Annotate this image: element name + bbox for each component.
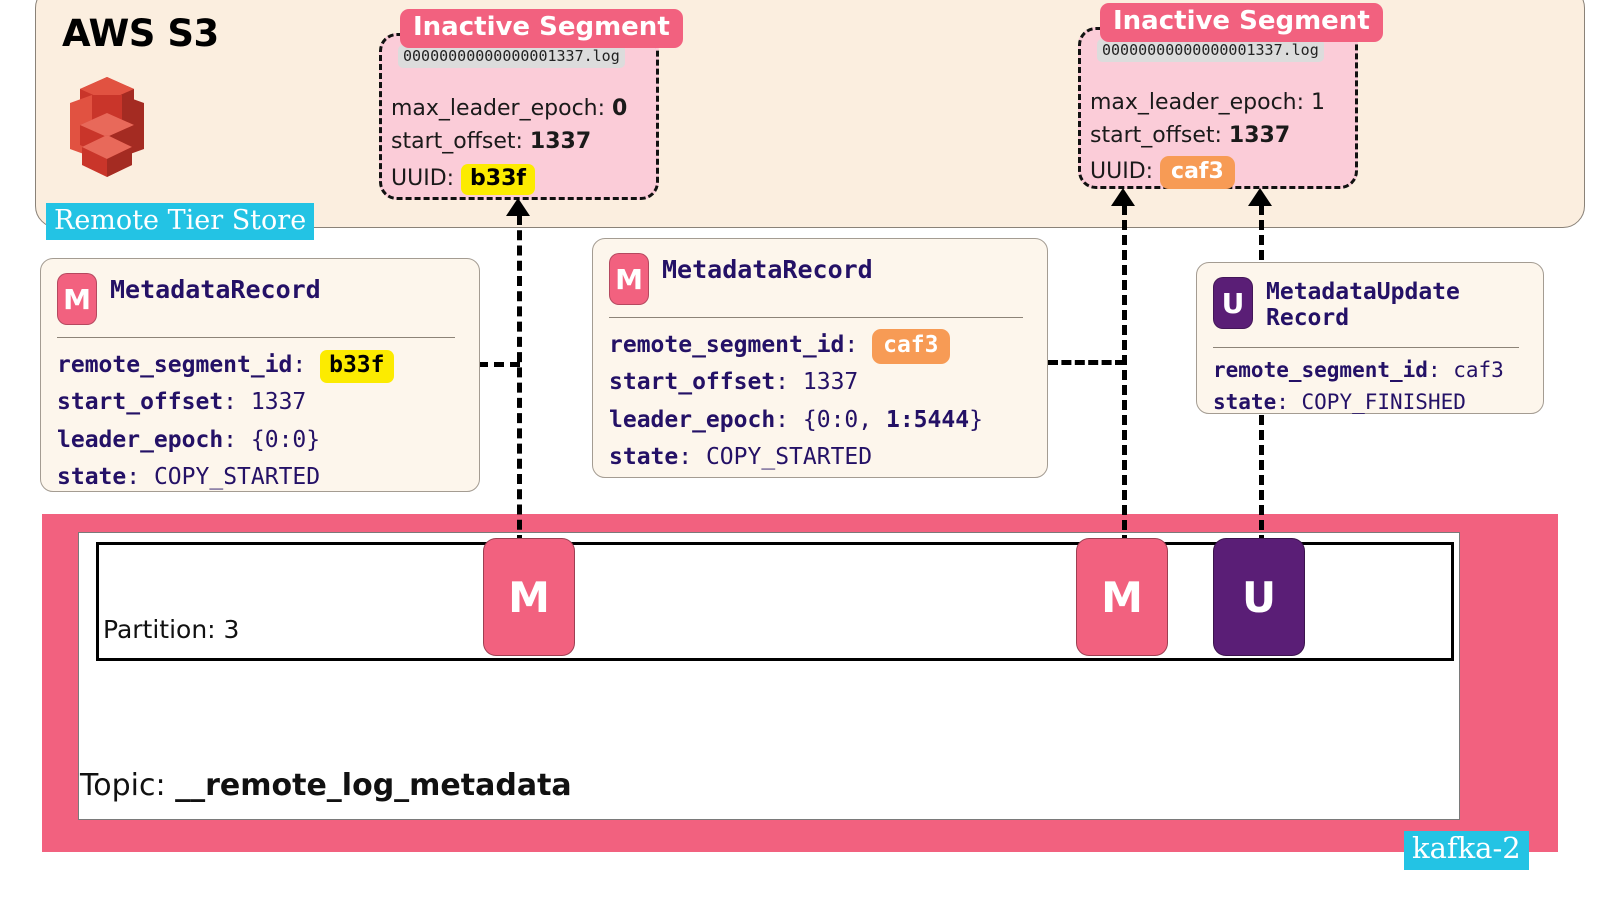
kafka-broker-badge: kafka-2 xyxy=(1404,831,1529,870)
segment-max-leader-epoch-2: max_leader_epoch: 1 xyxy=(1090,86,1325,119)
metadata-update-record-divider xyxy=(1213,347,1519,348)
field-start-offset-1: start_offset: 1337 xyxy=(57,389,307,416)
topic-name: __remote_log_metadata xyxy=(175,768,572,803)
field-chip-remote-segment-id-1: b33f xyxy=(320,350,394,383)
inactive-segment-title-2: Inactive Segment xyxy=(1100,3,1383,43)
aws-s3-title: AWS S3 xyxy=(62,12,219,55)
segment-start-offset-2: start_offset: 1337 xyxy=(1090,119,1325,152)
segment-max-leader-epoch-label-2: max_leader_epoch: xyxy=(1090,90,1312,115)
metadata-record-card-2[interactable]: M MetadataRecord remote_segment_id: caf3… xyxy=(592,238,1048,478)
segment-start-offset-value-2: 1337 xyxy=(1228,123,1291,149)
metadata-update-record-header: U MetadataUpdate Record xyxy=(1213,277,1460,332)
segment-max-leader-epoch-value-2: 1 xyxy=(1311,90,1326,115)
field-chip-remote-segment-id-2: caf3 xyxy=(872,329,950,364)
segment-uuid-chip-2: caf3 xyxy=(1160,155,1235,190)
aws-s3-bucket-icon xyxy=(62,75,152,180)
field-remote-segment-id-3: remote_segment_id: caf3 xyxy=(1213,358,1504,382)
metadata-record-header-2: M MetadataRecord xyxy=(609,253,873,305)
segment-uuid-2: UUID: caf3 xyxy=(1090,155,1325,190)
metadata-update-record-title: MetadataUpdate Record xyxy=(1266,279,1460,331)
segment-start-offset-label-1: start_offset: xyxy=(391,129,530,155)
segment-start-offset-1: start_offset: 1337 xyxy=(391,125,627,158)
partition-marker-metadata-2[interactable]: M xyxy=(1076,538,1168,656)
field-state-3: state: COPY_FINISHED xyxy=(1213,389,1466,414)
topic-label: Topic: __remote_log_metadata xyxy=(80,768,572,803)
segment-uuid-chip-1: b33f xyxy=(461,163,535,196)
metadata-update-record-icon: U xyxy=(1213,277,1253,329)
metadata-record-divider-1 xyxy=(57,337,455,338)
partition-label: Partition: 3 xyxy=(103,615,240,644)
field-remote-segment-id-1: remote_segment_id: b33f xyxy=(57,347,394,384)
metadata-update-record-card[interactable]: U MetadataUpdate Record remote_segment_i… xyxy=(1196,262,1544,414)
segment-filename-2: 00000000000000001337.log xyxy=(1097,39,1324,62)
inactive-segment-title-1: Inactive Segment xyxy=(400,9,683,49)
segment-fields-1: max_leader_epoch: 0 start_offset: 1337 U… xyxy=(391,92,627,196)
metadata-record-card-1[interactable]: M MetadataRecord remote_segment_id: b33f… xyxy=(40,258,480,492)
partition-marker-metadata-1[interactable]: M xyxy=(483,538,575,656)
field-state-1: state: COPY_STARTED xyxy=(57,463,321,490)
field-state-2: state: COPY_STARTED xyxy=(609,443,873,470)
segment-fields-2: max_leader_epoch: 1 start_offset: 1337 U… xyxy=(1090,86,1325,190)
segment-start-offset-label-2: start_offset: xyxy=(1090,123,1229,149)
segment-max-leader-epoch-label-1: max_leader_epoch: xyxy=(391,96,613,121)
field-remote-segment-id-2: remote_segment_id: caf3 xyxy=(609,327,983,364)
metadata-record-header-1: M MetadataRecord xyxy=(57,273,321,325)
partition-marker-update[interactable]: U xyxy=(1213,538,1305,656)
field-start-offset-2: start_offset: 1337 xyxy=(609,369,859,396)
metadata-record-icon-2: M xyxy=(609,253,649,305)
field-leader-epoch-2: leader_epoch: {0:0, 1:5444} xyxy=(609,406,983,433)
metadata-record-icon-1: M xyxy=(57,273,97,325)
segment-uuid-label-1: UUID: xyxy=(391,165,462,191)
metadata-record-divider-2 xyxy=(609,317,1023,318)
metadata-record-fields-2: remote_segment_id: caf3 start_offset: 13… xyxy=(609,327,983,476)
segment-max-leader-epoch-1: max_leader_epoch: 0 xyxy=(391,92,627,125)
segment-max-leader-epoch-value-1: 0 xyxy=(612,96,628,121)
topic-prefix: Topic: xyxy=(80,768,176,803)
metadata-update-record-fields: remote_segment_id: caf3 state: COPY_FINI… xyxy=(1213,355,1504,418)
segment-uuid-label-2: UUID: xyxy=(1090,158,1161,184)
remote-tier-store-badge: Remote Tier Store xyxy=(46,203,315,241)
segment-filename-1: 00000000000000001337.log xyxy=(398,45,625,68)
metadata-record-title-2: MetadataRecord xyxy=(662,255,873,284)
segment-uuid-1: UUID: b33f xyxy=(391,162,627,196)
metadata-record-fields-1: remote_segment_id: b33f start_offset: 13… xyxy=(57,347,394,496)
metadata-record-title-1: MetadataRecord xyxy=(110,275,321,304)
field-leader-epoch-1: leader_epoch: {0:0} xyxy=(57,426,321,453)
segment-start-offset-value-1: 1337 xyxy=(529,129,592,155)
